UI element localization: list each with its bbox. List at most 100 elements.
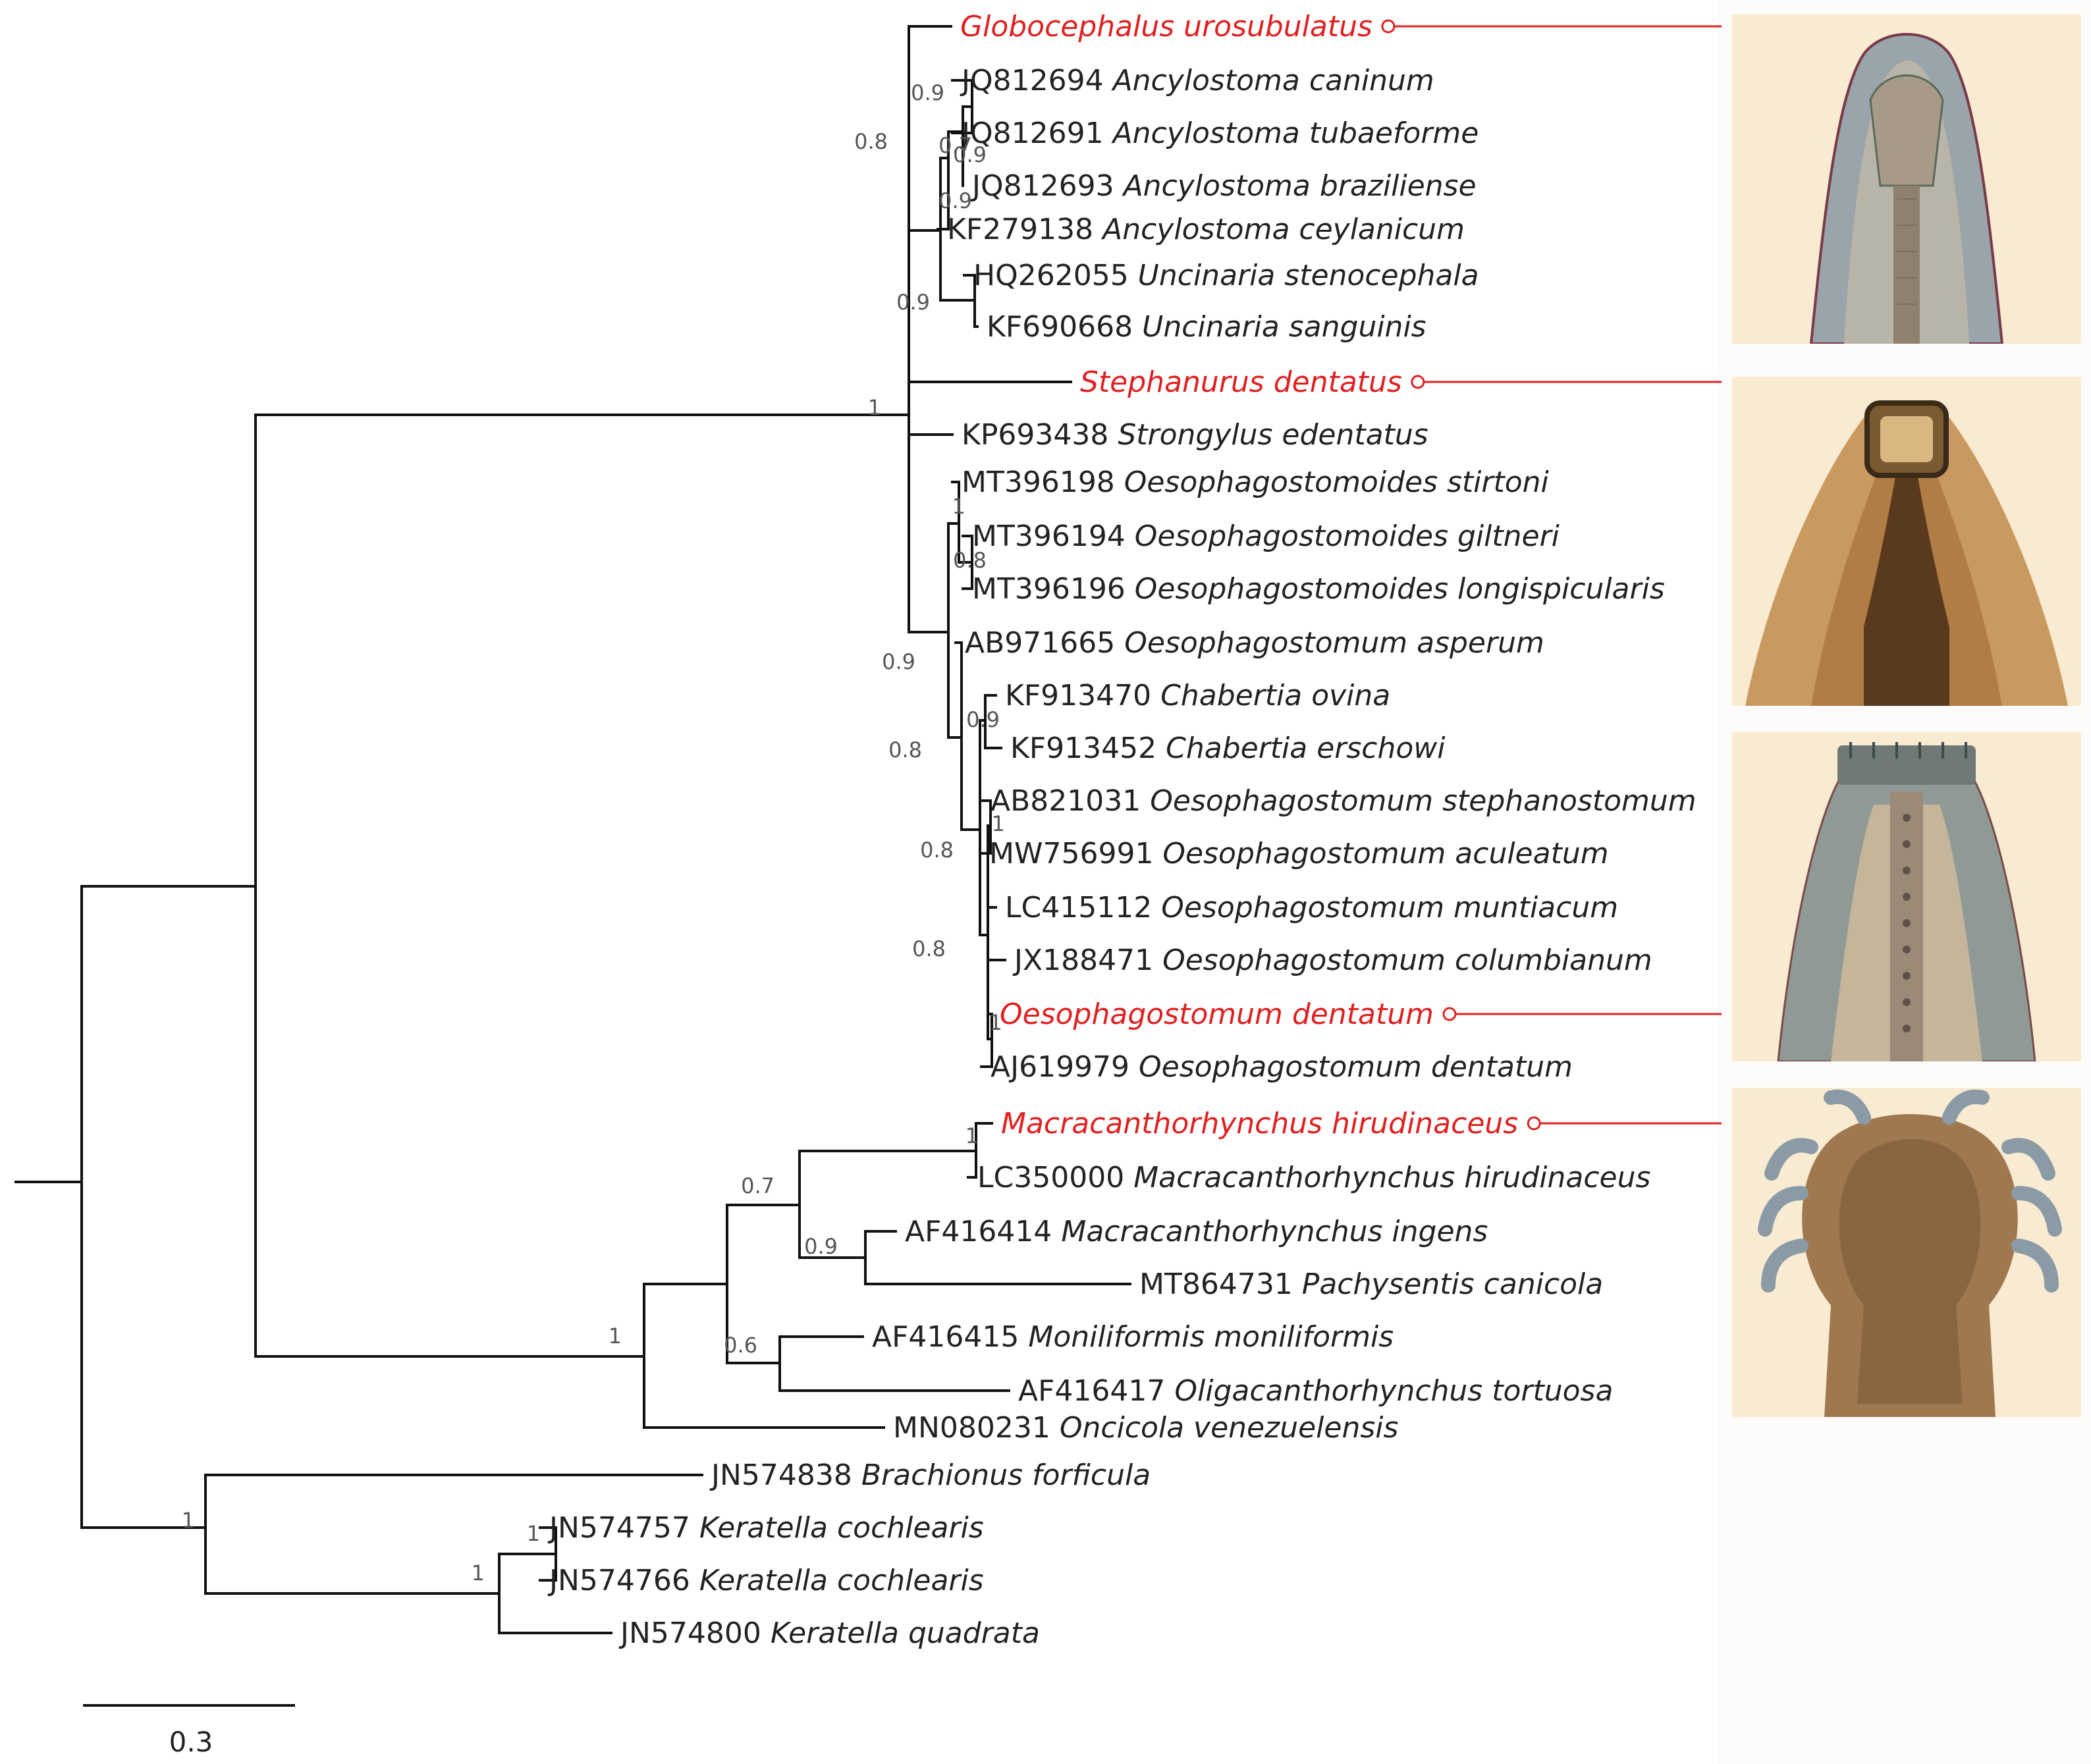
tip-label: LC415112 Oesophagostomum muntiacum [1005, 891, 1618, 924]
tip-label: MN080231 Oncicola venezuelensis [893, 1411, 1398, 1445]
tip-species: Ancylostoma tubaeforme [1111, 117, 1479, 150]
tip-accession: HQ262055 [973, 259, 1138, 292]
tip-label: JQ812694 Ancylostoma caninum [960, 64, 1434, 97]
tip-accession: MN080231 [893, 1411, 1060, 1445]
tip-label: MT396196 Oesophagostomoides longispicula… [972, 572, 1665, 606]
tip-label: AB821031 Oesophagostomum stephanostomum [991, 784, 1697, 818]
tip-label: HQ262055 Uncinaria stenocephala [973, 259, 1479, 292]
tip-accession: JN574757 [547, 1511, 699, 1545]
tip-species: Ancylostoma caninum [1111, 64, 1434, 97]
tip-label: KF279138 Ancylostoma ceylanicum [947, 213, 1465, 246]
tip-label: LC350000 Macracanthorhynchus hirudinaceu… [977, 1161, 1650, 1194]
tip-accession: AB971665 [965, 626, 1124, 660]
tip-species: Uncinaria stenocephala [1138, 259, 1479, 292]
tip-species: Chabertia erschowi [1166, 732, 1446, 765]
support-value: 0.9 [938, 188, 972, 213]
support-value: 0.8 [912, 936, 946, 961]
tip-label: MT396198 Oesophagostomoides stirtoni [962, 466, 1550, 499]
tip-accession: AF416415 [872, 1320, 1028, 1354]
tip-accession: JX188471 [1012, 944, 1162, 977]
support-value: 0.9 [911, 80, 944, 105]
tip-species: Oesophagostomum columbianum [1162, 944, 1652, 977]
support-value: 0.9 [882, 649, 915, 674]
support-value: 0.9 [953, 142, 987, 167]
tip-label: Oesophagostomum dentatum [1000, 998, 1434, 1031]
tip-accession: KF279138 [947, 213, 1102, 246]
highlight-marker-circle [1411, 375, 1425, 389]
tip-species: Moniliformis moniliformis [1028, 1320, 1394, 1354]
tip-species: Oesophagostomoides longispicularis [1135, 572, 1665, 606]
support-value: 0.9 [896, 290, 930, 315]
support-value: 0.9 [966, 707, 1000, 732]
tip-label: JN574800 Keratella quadrata [618, 1617, 1040, 1650]
tip-species: Oesophagostomum asperum [1124, 626, 1544, 660]
tip-accession: JN574838 [709, 1458, 861, 1492]
support-value: 1 [609, 1323, 622, 1349]
tip-label: JQ812693 Ancylostoma braziliense [970, 169, 1477, 203]
tip-species: Strongylus edentatus [1118, 418, 1428, 452]
tip-accession: MT396198 [962, 466, 1124, 499]
support-value: 0.8 [888, 737, 922, 762]
tip-label: MW756991 Oesophagostomum aculeatum [989, 837, 1609, 870]
scale-bar: 0.3 [83, 1704, 295, 1758]
support-value: 1 [527, 1521, 540, 1546]
tip-accession: AF416417 [1018, 1374, 1174, 1408]
oesophagostomum-head-photo [1732, 732, 2081, 1061]
tip-species: Oesophagostomum dentatum [1000, 998, 1434, 1031]
tip-label: AB971665 Oesophagostomum asperum [965, 626, 1544, 660]
tip-accession: JQ812693 [970, 169, 1124, 203]
tip-label: JN574766 Keratella cochlearis [547, 1564, 984, 1597]
tip-species: Chabertia ovina [1160, 679, 1390, 712]
macracanthorhynchus-proboscis-photo [1732, 1088, 2081, 1417]
tip-species: Uncinaria sanguinis [1142, 310, 1426, 344]
tip-accession: KF690668 [987, 310, 1142, 344]
tip-species: Keratella quadrata [771, 1617, 1040, 1650]
support-value: 1 [989, 1010, 1002, 1035]
tip-label: Macracanthorhynchus hirudinaceus [1001, 1107, 1518, 1140]
tip-accession: LC350000 [977, 1161, 1133, 1194]
tip-species: Keratella cochlearis [699, 1564, 984, 1597]
support-value: 1 [992, 811, 1005, 836]
support-value: 1 [868, 395, 881, 420]
tip-species: Oesophagostomoides stirtoni [1124, 466, 1550, 499]
support-value: 0.9 [804, 1234, 838, 1259]
tip-label: JX188471 Oesophagostomum columbianum [1012, 944, 1652, 977]
support-value: 0.6 [724, 1333, 757, 1358]
tip-accession: MT396196 [972, 572, 1135, 606]
tip-label: AF416414 Macracanthorhynchus ingens [905, 1215, 1488, 1248]
tip-accession: JN574766 [547, 1564, 699, 1597]
support-value: 0.8 [953, 548, 987, 573]
tip-label: Stephanurus dentatus [1080, 365, 1402, 399]
tip-species: Oesophagostomum aculeatum [1162, 837, 1608, 870]
tip-accession: AJ619979 [991, 1050, 1139, 1084]
tip-species: Pachysentis canicola [1302, 1268, 1603, 1301]
support-value: 1 [182, 1508, 195, 1533]
tip-accession: JQ812694 [960, 64, 1113, 97]
stephanurus-head-photo [1732, 377, 2081, 706]
support-value: 1 [472, 1561, 485, 1586]
tip-accession: AF416414 [905, 1215, 1061, 1248]
tip-label: KF690668 Uncinaria sanguinis [987, 310, 1426, 344]
tip-species: Stephanurus dentatus [1080, 365, 1402, 399]
highlight-marker-circle [1381, 19, 1396, 34]
tip-accession: AB821031 [991, 784, 1150, 818]
globocephalus-head-photo [1732, 14, 2081, 344]
tip-species: Globocephalus urosubulatus [960, 10, 1372, 43]
tip-accession: KF913452 [1010, 732, 1166, 765]
tip-label: JN574838 Brachionus forficula [709, 1458, 1151, 1492]
tip-accession: MT396194 [972, 520, 1135, 553]
tip-label: JN574757 Keratella cochlearis [547, 1511, 984, 1545]
tip-label: AF416417 Oligacanthorhynchus tortuosa [1018, 1374, 1613, 1408]
tip-label: AF416415 Moniliformis moniliformis [872, 1320, 1394, 1354]
tip-accession: KP693438 [962, 418, 1118, 452]
tip-species: Brachionus forficula [861, 1458, 1151, 1492]
support-value: 1 [965, 1123, 979, 1148]
tip-species: Ancylostoma ceylanicum [1100, 213, 1465, 246]
support-value: 0.7 [938, 133, 972, 158]
tip-label: KF913452 Chabertia erschowi [1010, 732, 1446, 765]
tip-species: Oesophagostomum stephanostomum [1150, 784, 1696, 818]
tip-label: Globocephalus urosubulatus [960, 10, 1372, 43]
highlight-marker-circle [1527, 1116, 1541, 1131]
tip-label: KP693438 Strongylus edentatus [962, 418, 1428, 452]
